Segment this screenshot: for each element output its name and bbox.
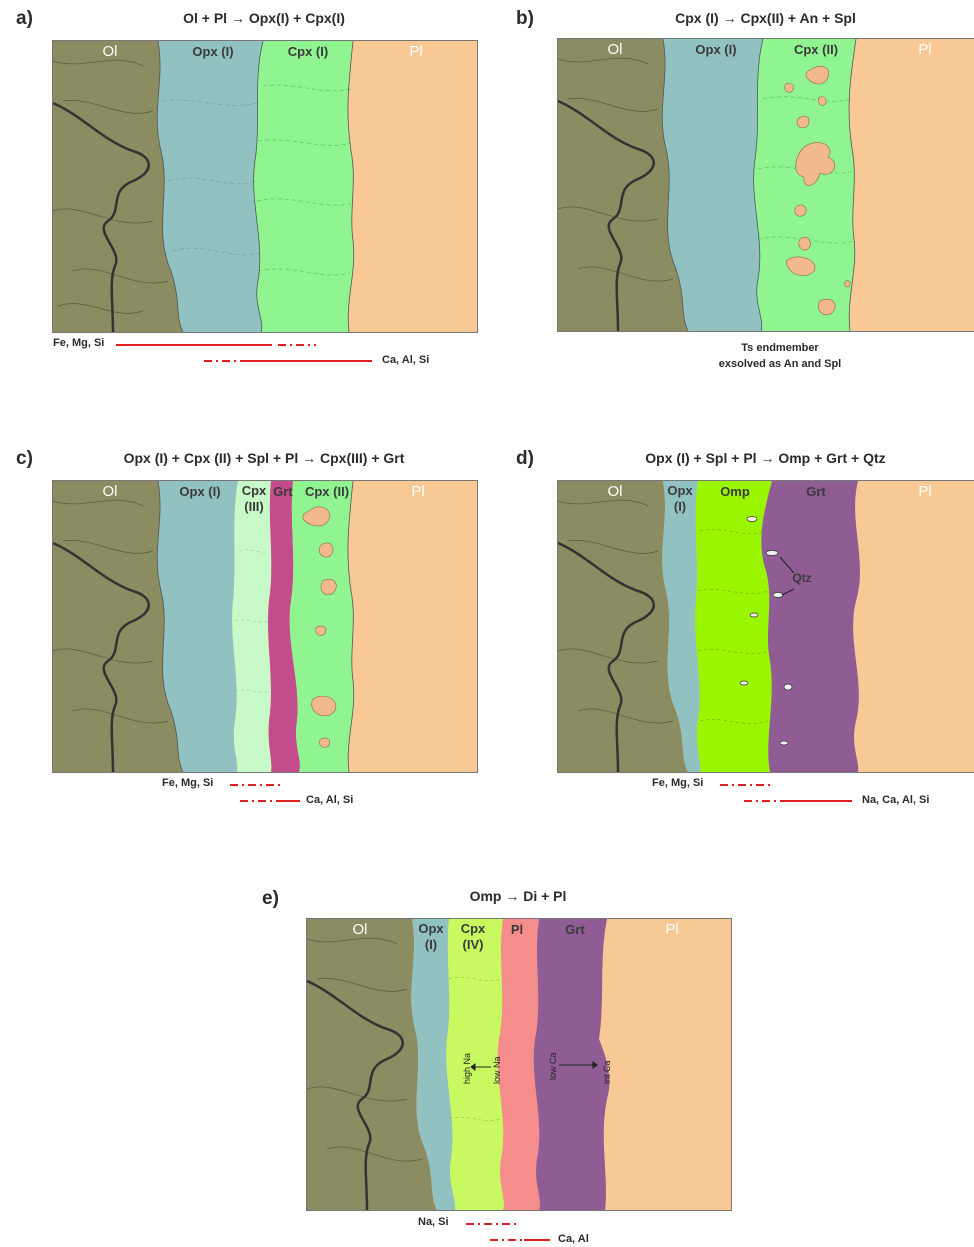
phase-label-opx: Opx	[667, 483, 693, 498]
grain-boundary	[53, 101, 150, 332]
phase-label-opx: Opx	[418, 921, 444, 936]
phase-label-opx: Opx (I)	[179, 484, 221, 499]
spinel-inclusions	[784, 65, 851, 316]
phase-label-ol: Ol	[102, 43, 118, 60]
flux-arrow-fe-mg-si-dashed	[720, 784, 774, 786]
panel-b-caption-2: exsolved as An and Spl	[718, 358, 842, 370]
panel-e-diagram: Ol Opx (I) Cpx (IV) Pl Grt Pl high Na lo…	[306, 918, 732, 1211]
flux-arrow-ca-al-si	[240, 360, 372, 362]
panel-b-title: Cpx (I) → Cpx(II) + An + Spl	[675, 10, 856, 26]
panel-b-label: b)	[516, 8, 534, 29]
phase-label-cpx-ii: Cpx (II)	[304, 484, 350, 499]
panel-c-label: c)	[16, 448, 33, 469]
annotation-int-ca: int Ca	[602, 1060, 612, 1084]
phase-label-omp: Omp	[720, 484, 750, 499]
flux-arrow-ca-al-si-dashed	[204, 360, 240, 362]
phase-label-cpx-generation: (III)	[244, 499, 264, 514]
phase-label-grt: Grt	[273, 484, 293, 499]
phase-label-ol: Ol	[352, 921, 368, 938]
phase-label-pl: Pl	[409, 43, 423, 60]
flux-label-ca-al-si: Ca, Al, Si	[382, 354, 430, 366]
phase-label-pl-new: Pl	[510, 922, 524, 937]
phase-label-pl: Pl	[918, 41, 932, 58]
panel-a-label: a)	[16, 8, 33, 29]
olivine-zone	[53, 41, 183, 332]
flux-label-na-ca-al-si: Na, Ca, Al, Si	[862, 794, 930, 806]
phase-label-ol: Ol	[607, 41, 623, 58]
annotation-low-ca: low Ca	[548, 1052, 558, 1080]
flux-arrow-fe-mg-si	[116, 344, 272, 346]
phase-label-cpx: Cpx	[460, 921, 486, 936]
phase-label-opx-generation: (I)	[673, 499, 687, 514]
phase-label-pl: Pl	[411, 483, 425, 500]
phase-label-opx: Opx (I)	[192, 44, 234, 59]
flux-arrow-ca-al-si	[276, 800, 300, 802]
flux-label-fe-mg-si: Fe, Mg, Si	[652, 777, 704, 789]
flux-arrow-na-si-dashed	[466, 1223, 520, 1225]
flux-label-ca-al-si: Ca, Al, Si	[306, 794, 354, 806]
phase-label-cpx-generation: (IV)	[462, 937, 484, 952]
panel-d-diagram: Ol Opx (I) Omp Grt Pl Qtz	[557, 480, 974, 773]
flux-arrow-fe-mg-si-dashed	[230, 784, 282, 786]
phase-label-grt: Grt	[565, 922, 585, 937]
phase-label-opx: Opx (I)	[695, 42, 737, 57]
panel-b-diagram: Ol Opx (I) Cpx (II) Pl	[557, 38, 974, 332]
flux-arrow-ca-al-si-dashed	[240, 800, 276, 802]
annotation-high-na: high Na	[462, 1052, 472, 1084]
flux-arrow-na-ca-al-si-dashed	[744, 800, 784, 802]
phase-label-ol: Ol	[102, 483, 118, 500]
phase-label-grt: Grt	[806, 484, 826, 499]
flux-label-fe-mg-si: Fe, Mg, Si	[53, 337, 105, 349]
flux-arrow-ca-al	[524, 1239, 550, 1241]
panel-e-label: e)	[262, 888, 279, 909]
panel-a-diagram: Ol Opx (I) Cpx (I) Pl	[52, 40, 478, 333]
flux-arrow-ca-al-dashed	[490, 1239, 524, 1241]
flux-arrow-fe-mg-si-dashed	[278, 344, 316, 346]
panel-d-title: Opx (I) + Spl + Pl → Omp + Grt + Qtz	[645, 450, 886, 466]
panel-c-diagram: Ol Opx (I) Cpx (III) Grt Cpx (II) Pl	[52, 480, 478, 773]
opx-zone	[157, 41, 263, 332]
panel-b-caption-1: Ts endmember	[741, 342, 819, 354]
phase-label-qtz: Qtz	[792, 571, 812, 585]
flux-label-na-si: Na, Si	[418, 1216, 449, 1228]
flux-label-fe-mg-si: Fe, Mg, Si	[162, 777, 214, 789]
phase-label-cpx: Cpx (II)	[793, 42, 839, 57]
cpx-zone	[253, 41, 354, 332]
phase-label-opx-generation: (I)	[424, 937, 438, 952]
panel-e-title: Omp → Di + Pl	[469, 888, 567, 904]
phase-label-pl: Pl	[665, 921, 679, 938]
panel-d-label: d)	[516, 448, 534, 469]
phase-label-cpx: Cpx	[241, 483, 267, 498]
phase-label-ol: Ol	[607, 483, 623, 500]
annotation-low-na: low Na	[492, 1056, 502, 1084]
flux-arrow-na-ca-al-si	[784, 800, 852, 802]
phase-label-cpx: Cpx (I)	[287, 44, 329, 59]
panel-a-title: Ol + Pl → Opx(I) + Cpx(I)	[183, 10, 345, 26]
phase-label-pl: Pl	[918, 483, 932, 500]
panel-c-title: Opx (I) + Cpx (II) + Spl + Pl → Cpx(III)…	[123, 450, 405, 466]
flux-label-ca-al: Ca, Al	[558, 1233, 589, 1245]
